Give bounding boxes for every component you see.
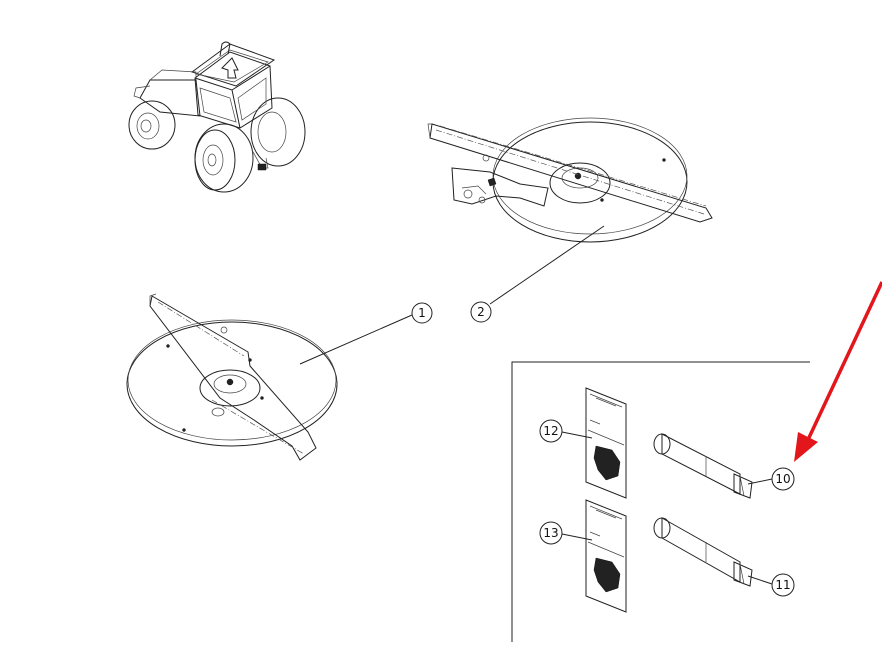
decal-13 [585, 499, 627, 613]
leader-line-2 [489, 225, 605, 305]
pin-10 [653, 433, 753, 499]
svg-text:2: 2 [477, 305, 485, 319]
callout-1: 1 [411, 302, 433, 324]
callout-11: 11 [771, 573, 795, 597]
disc-assembly-2 [427, 117, 713, 243]
red-arrow-annotation [794, 281, 882, 462]
tractor-icon [128, 41, 306, 193]
callout-12: 12 [539, 419, 563, 443]
detail-box [511, 361, 810, 642]
svg-text:13: 13 [543, 526, 558, 540]
callout-2: 2 [470, 301, 492, 323]
svg-text:1: 1 [418, 306, 426, 320]
callout-10: 10 [771, 467, 795, 491]
disc-assembly-1 [126, 293, 338, 461]
forward-arrow-icon [221, 57, 239, 79]
svg-text:12: 12 [543, 424, 558, 438]
svg-text:11: 11 [775, 578, 790, 592]
callout-13: 13 [539, 521, 563, 545]
svg-text:10: 10 [775, 472, 790, 486]
pin-11 [653, 517, 753, 587]
leader-line-1 [299, 314, 413, 365]
decal-12 [585, 387, 627, 499]
